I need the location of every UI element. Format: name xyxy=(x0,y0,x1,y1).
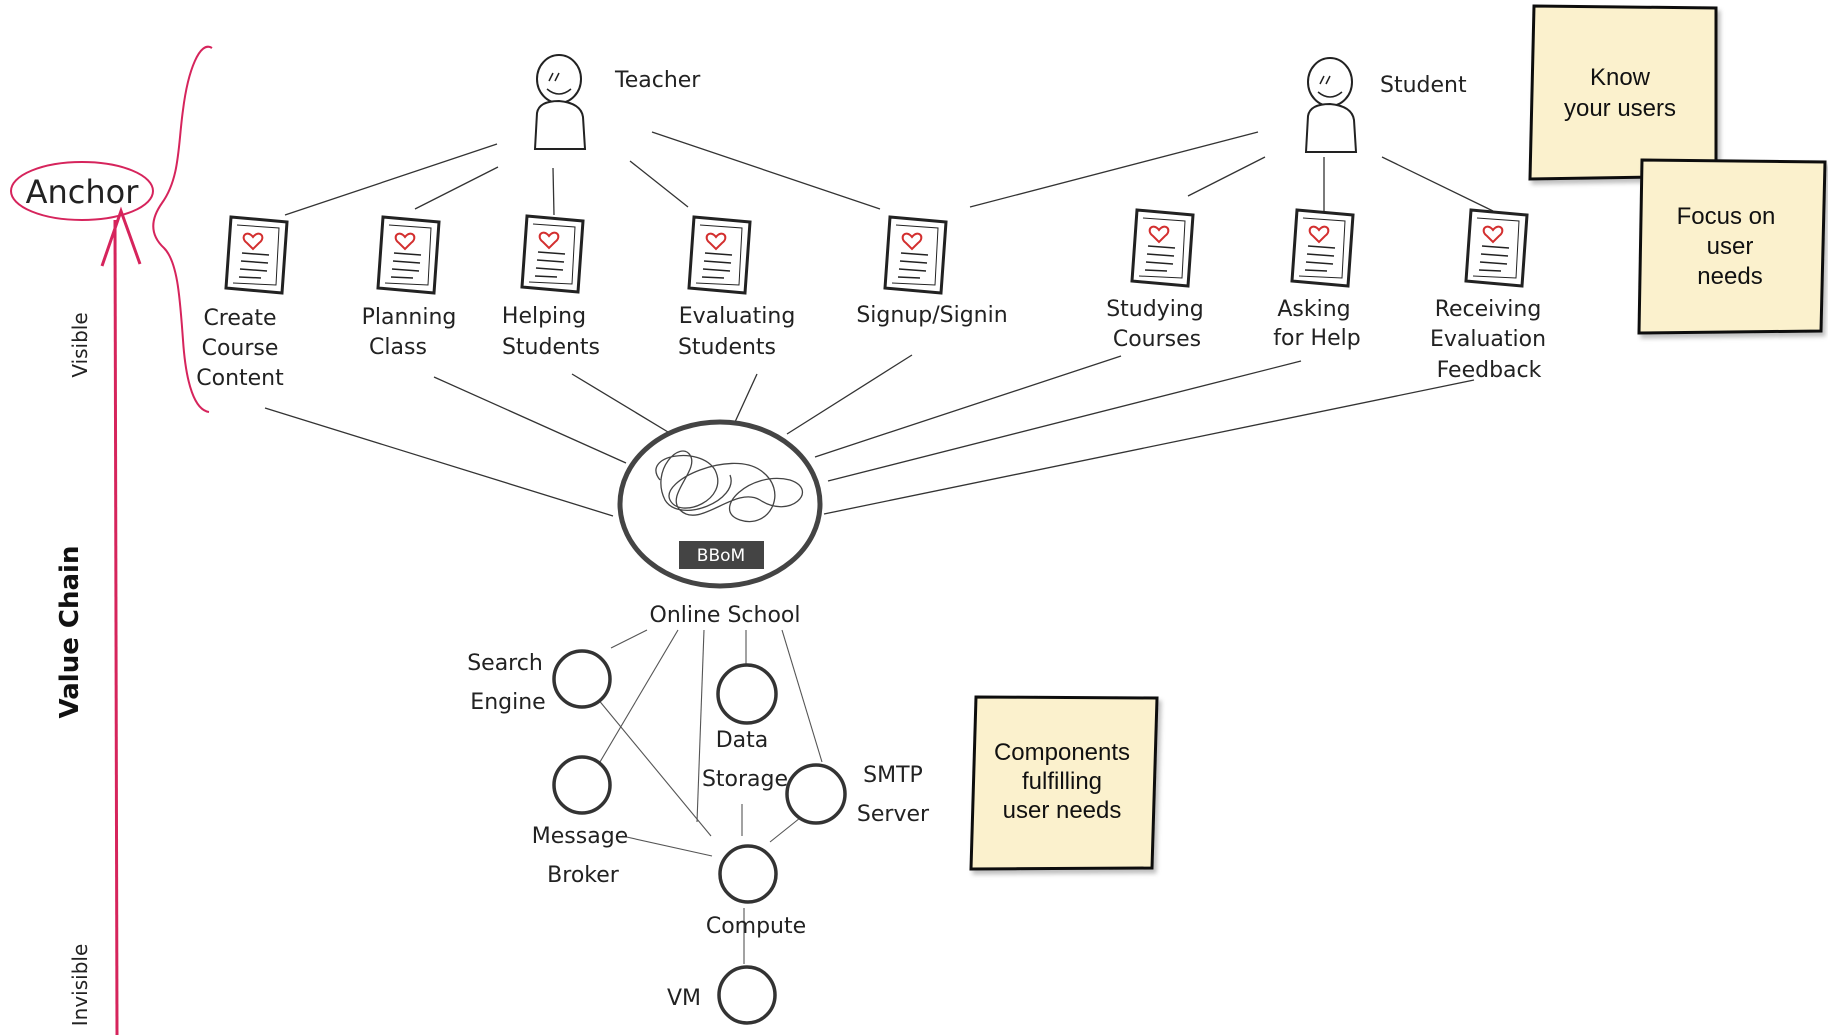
need-evaluating-students: Evaluating Students xyxy=(678,215,796,360)
need-planning-class: Planning Class xyxy=(362,215,457,360)
student-icon xyxy=(1305,57,1357,153)
need-create-course-content: Create Course Content xyxy=(196,215,289,391)
need-label-line: Asking xyxy=(1277,297,1350,322)
component-vm: VM xyxy=(667,965,777,1025)
bbom-circle xyxy=(617,419,823,589)
component-node xyxy=(552,755,612,815)
note-know-your-users: Know your users xyxy=(1528,4,1718,181)
need-label-line: Helping xyxy=(502,304,586,329)
note-text-line: user xyxy=(1707,233,1754,260)
need-label-line: Students xyxy=(678,335,776,360)
need-label-line: Studying xyxy=(1106,297,1204,322)
document-icon xyxy=(224,215,289,295)
note-text-line: Know xyxy=(1590,64,1651,91)
visible-label: Visible xyxy=(68,312,92,377)
component-search-engine: Search Engine xyxy=(467,649,612,715)
component-label: VM xyxy=(667,986,701,1011)
online-school-label: Online School xyxy=(650,603,801,628)
component-node xyxy=(717,965,777,1025)
document-icon xyxy=(1464,208,1529,288)
document-icon xyxy=(376,215,441,295)
note-components-fulfilling-user-needs: Components fulfilling user needs xyxy=(969,695,1159,871)
invisible-label: Invisible xyxy=(68,944,92,1027)
component-label-line: Message xyxy=(532,824,628,849)
component-label-line: Data xyxy=(716,728,769,753)
note-text-line: your users xyxy=(1564,95,1676,122)
document-icon xyxy=(687,215,752,295)
student-label: Student xyxy=(1380,73,1467,98)
teacher-user: Teacher xyxy=(534,54,701,150)
need-label-line: Feedback xyxy=(1437,358,1542,383)
need-label-line: Planning xyxy=(362,305,457,330)
online-school-system: BBoM Online School xyxy=(617,419,823,628)
need-label-line: Evaluation xyxy=(1430,327,1546,352)
component-label-line: Broker xyxy=(547,863,620,888)
note-text-line: fulfilling xyxy=(1022,768,1102,795)
teacher-icon xyxy=(534,54,586,150)
need-receiving-evaluation-feedback: Receiving Evaluation Feedback xyxy=(1430,208,1546,383)
need-label-line: Course xyxy=(202,336,279,361)
document-icon xyxy=(883,215,948,295)
component-compute: Compute xyxy=(706,844,806,939)
need-asking-for-help: Asking for Help xyxy=(1273,208,1361,351)
student-user: Student xyxy=(1305,57,1467,153)
teacher-label: Teacher xyxy=(614,68,701,93)
document-icon xyxy=(520,214,585,294)
need-studying-courses: Studying Courses xyxy=(1106,208,1204,352)
component-smtp-server: SMTP Server xyxy=(785,763,930,827)
need-label-line: Create xyxy=(203,306,276,331)
component-node xyxy=(716,663,778,725)
need-label-line: for Help xyxy=(1273,326,1360,351)
need-signup-signin: Signup/Signin xyxy=(856,215,1008,328)
component-node xyxy=(552,649,612,709)
tangle-icon xyxy=(655,450,804,523)
need-label-line: Content xyxy=(196,366,284,391)
note-text-line: needs xyxy=(1697,263,1762,290)
component-label-line: SMTP xyxy=(863,763,923,788)
note-text-line: Components xyxy=(994,739,1130,766)
component-message-broker: Message Broker xyxy=(532,755,628,888)
component-label-line: Engine xyxy=(470,690,545,715)
need-label-line: Receiving xyxy=(1435,297,1542,322)
note-focus-on-user-needs: Focus on user needs xyxy=(1637,158,1827,335)
component-label-line: Search xyxy=(467,651,543,676)
component-label-line: Server xyxy=(857,802,930,827)
document-icon xyxy=(1130,208,1195,288)
note-text-line: Focus on xyxy=(1677,203,1776,230)
need-label-line: Evaluating xyxy=(679,304,796,329)
need-label-line: Courses xyxy=(1113,327,1201,352)
document-icon xyxy=(1290,208,1355,288)
edges xyxy=(264,131,1494,964)
need-label-line: Students xyxy=(502,335,600,360)
anchor-label: Anchor xyxy=(26,173,140,211)
component-label: Compute xyxy=(706,914,806,939)
need-helping-students: Helping Students xyxy=(502,214,600,360)
component-label-line: Storage xyxy=(702,767,788,792)
need-label-line: Class xyxy=(369,335,427,360)
need-label-line: Signup/Signin xyxy=(856,303,1007,328)
bbom-badge xyxy=(679,541,764,569)
value-chain-label: Value Chain xyxy=(55,546,85,719)
value-chain-axis: Anchor Visible Value Chain Invisible xyxy=(10,45,213,1035)
bbom-badge-label: BBoM xyxy=(697,546,745,566)
component-node xyxy=(785,763,847,825)
component-data-storage: Data Storage xyxy=(702,663,788,792)
note-text-line: user needs xyxy=(1003,797,1122,824)
component-node xyxy=(718,844,778,904)
